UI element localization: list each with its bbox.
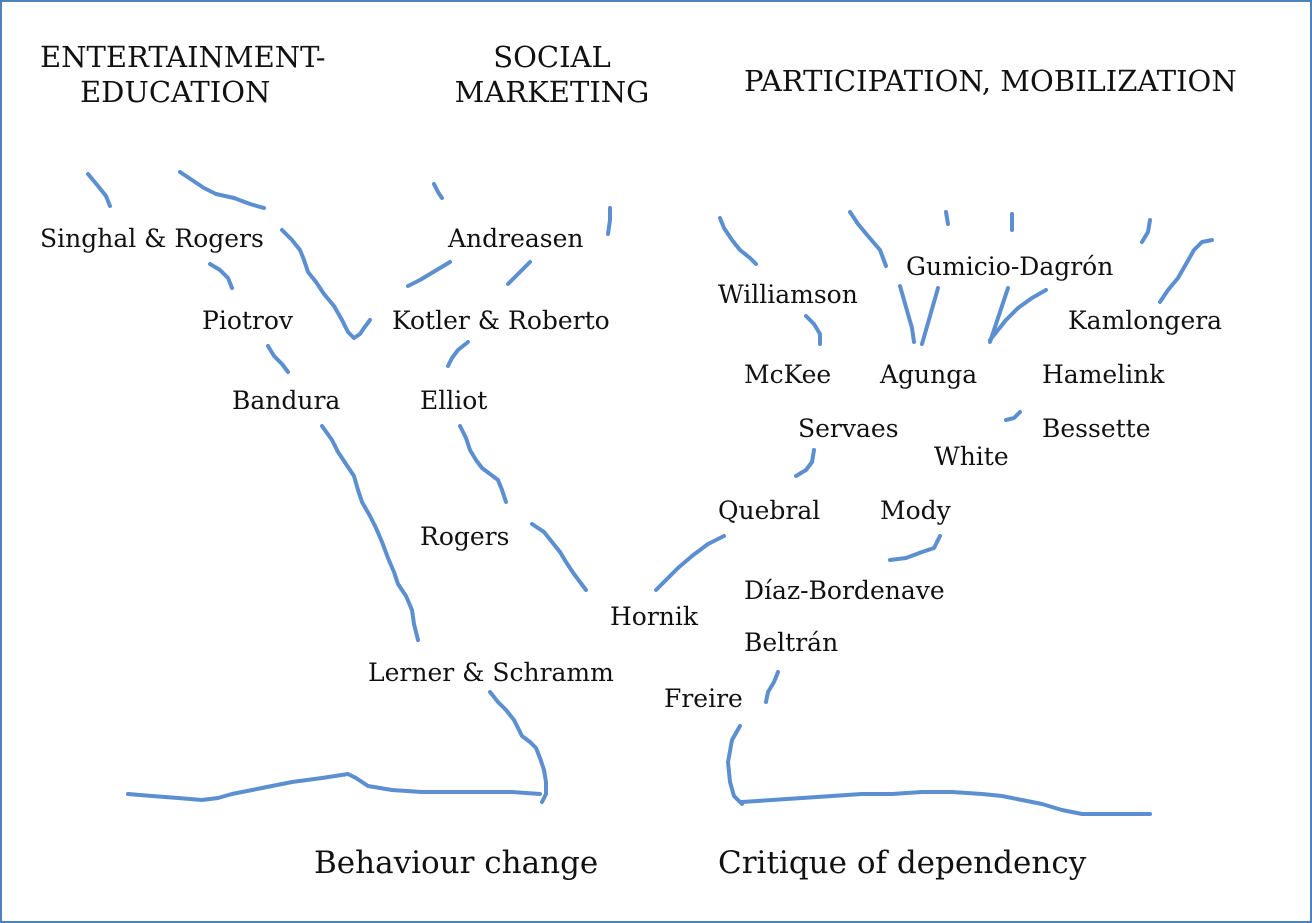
label-elliot: Elliot — [420, 386, 488, 415]
branch — [944, 210, 950, 226]
heading-entertainment-line1: ENTERTAINMENT- — [40, 40, 326, 74]
label-hornik: Hornik — [610, 602, 699, 631]
branch — [804, 314, 822, 346]
branch — [458, 424, 508, 504]
branch — [446, 340, 470, 368]
label-agunga: Agunga — [880, 360, 978, 389]
branch — [432, 182, 444, 200]
label-piotrov: Piotrov — [202, 306, 294, 335]
branch — [1004, 410, 1022, 422]
label-kotler-roberto: Kotler & Roberto — [392, 306, 610, 335]
heading-social-marketing: SOCIAL MARKETING — [442, 40, 662, 110]
label-andreasen: Andreasen — [448, 224, 584, 253]
branch — [888, 534, 942, 562]
label-bessette: Bessette — [1042, 414, 1151, 443]
branch — [406, 260, 452, 288]
label-diaz-bordenave: Díaz-Bordenave — [744, 576, 945, 605]
label-kamlongera: Kamlongera — [1068, 306, 1223, 335]
heading-participation-mobilization: PARTICIPATION, MOBILIZATION — [744, 64, 1237, 98]
branch — [320, 424, 420, 642]
branch — [740, 790, 1152, 816]
root-critique-of-dependency: Critique of dependency — [718, 845, 1087, 881]
branch — [1158, 238, 1214, 304]
label-lerner-schramm: Lerner & Schramm — [368, 658, 614, 687]
root-behaviour-change: Behaviour change — [314, 845, 599, 881]
branch — [506, 260, 532, 286]
branch — [126, 772, 542, 802]
branch — [86, 172, 112, 208]
label-mckee: McKee — [744, 360, 832, 389]
label-rogers: Rogers — [420, 522, 510, 551]
label-singhal-rogers: Singhal & Rogers — [40, 224, 264, 253]
branch — [266, 344, 290, 374]
heading-social-line1: SOCIAL — [493, 40, 611, 74]
label-quebral: Quebral — [718, 496, 821, 525]
branch — [280, 228, 372, 340]
branch — [208, 262, 234, 290]
branch — [1140, 218, 1152, 244]
label-hamelink: Hamelink — [1042, 360, 1165, 389]
label-bandura: Bandura — [232, 386, 341, 415]
branch — [898, 284, 916, 344]
branch — [794, 448, 816, 478]
branch — [848, 210, 888, 268]
branch — [488, 690, 548, 804]
branch — [718, 216, 758, 266]
branch — [764, 670, 780, 704]
branch — [726, 724, 744, 806]
label-servaes: Servaes — [798, 414, 899, 443]
label-williamson: Williamson — [718, 280, 858, 309]
label-freire: Freire — [664, 684, 743, 713]
label-beltran: Beltrán — [744, 628, 839, 657]
branch — [178, 170, 266, 210]
branch — [920, 286, 940, 346]
branch — [606, 206, 612, 236]
label-white: White — [934, 442, 1009, 471]
heading-entertainment-line2: EDUCATION — [80, 74, 271, 109]
branch — [530, 522, 588, 592]
branch — [988, 288, 1048, 342]
branch — [654, 534, 726, 592]
label-mody: Mody — [880, 496, 951, 525]
label-gumicio-dagron: Gumicio-Dagrón — [906, 252, 1114, 281]
heading-entertainment-education: ENTERTAINMENT- EDUCATION — [40, 40, 360, 110]
heading-social-line2: MARKETING — [454, 74, 650, 109]
